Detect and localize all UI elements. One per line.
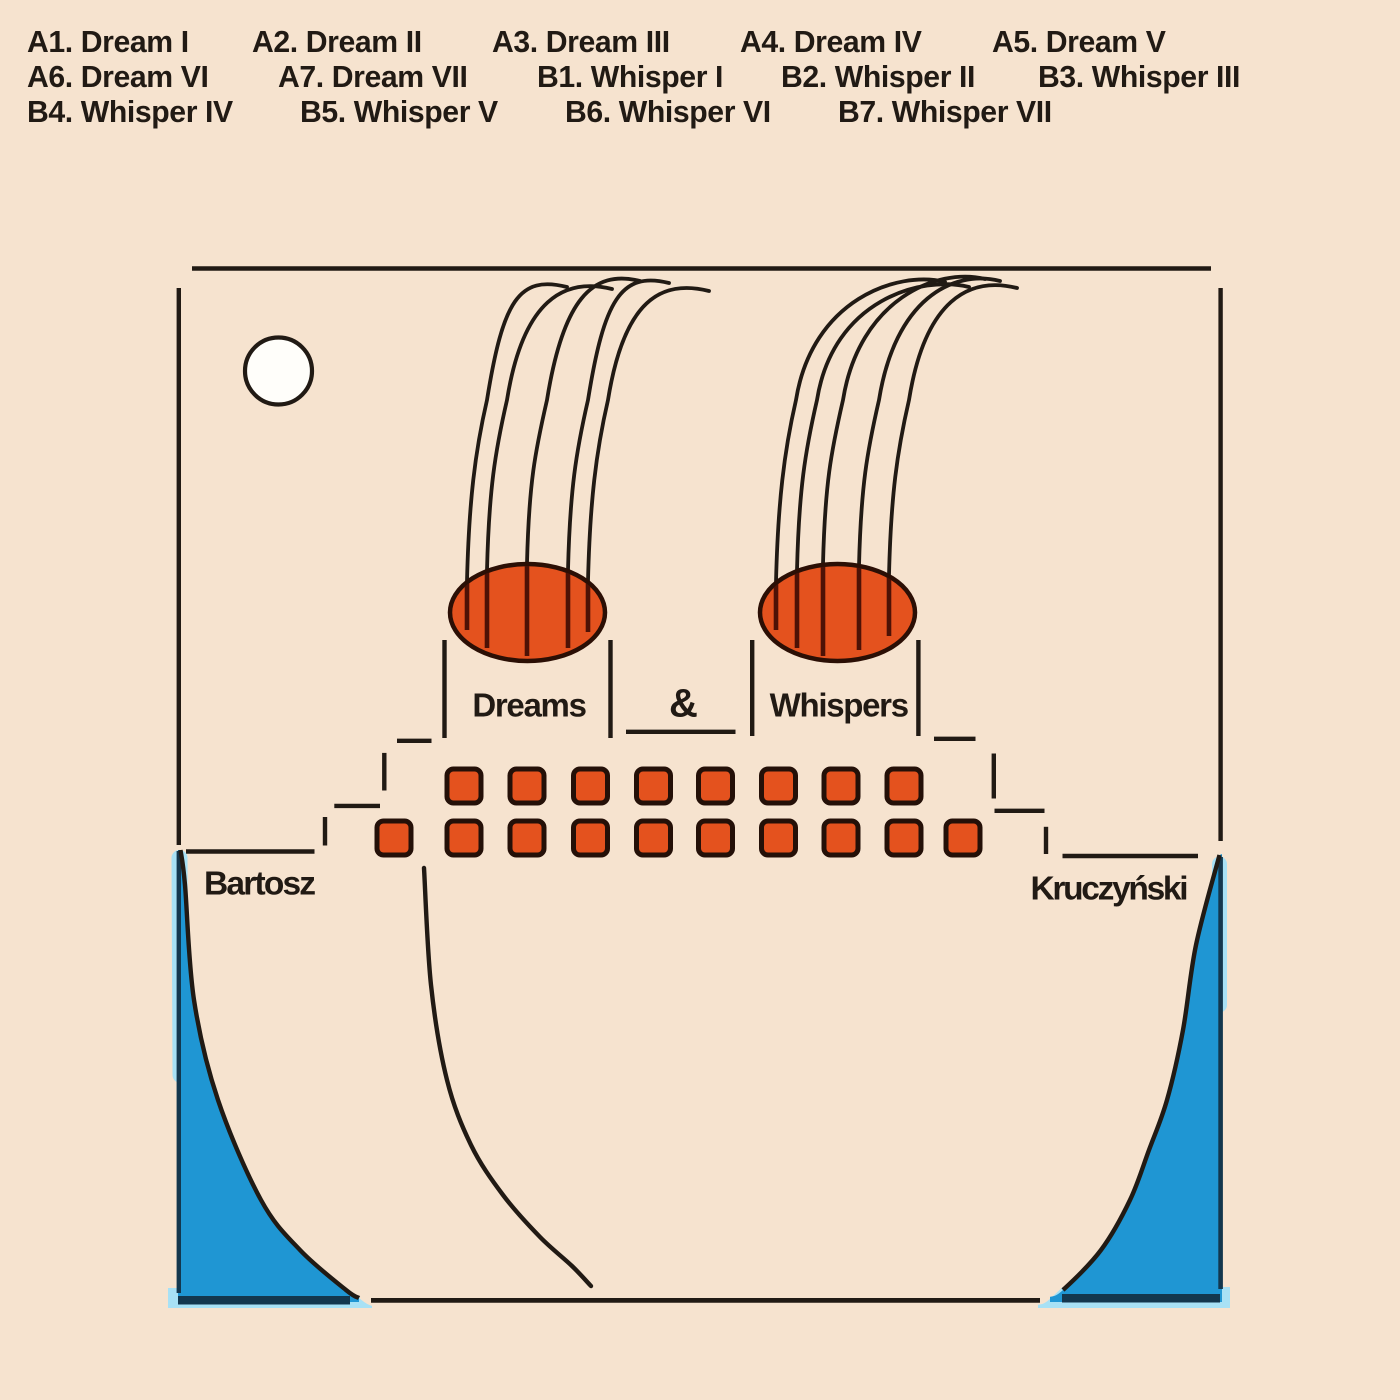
funnel-left	[447, 561, 608, 664]
porthole-window	[634, 766, 673, 806]
track-item: B2. Whisper II	[781, 61, 976, 94]
track-item: A7. Dream VII	[278, 61, 468, 94]
porthole-window	[884, 818, 924, 858]
smoke-line	[821, 274, 987, 566]
smoke-line	[566, 278, 671, 572]
porthole-windows	[374, 766, 983, 858]
artist-first-name: Bartosz	[204, 866, 315, 903]
smoke-line	[857, 276, 1002, 568]
wave-shadow-strip	[176, 851, 181, 1293]
wave-shadow-strip	[1062, 1294, 1220, 1303]
wave-shadow-strip	[1218, 857, 1223, 1289]
porthole-window	[821, 766, 861, 806]
wave-left	[178, 850, 359, 1302]
sun-icon	[242, 335, 315, 407]
funnel-right	[757, 561, 918, 664]
track-item: B5. Whisper V	[300, 96, 498, 129]
porthole-window	[507, 818, 547, 858]
porthole-window	[507, 766, 547, 806]
smoke-lines-right	[774, 274, 1019, 584]
porthole-window	[943, 818, 983, 858]
wave-shadow-strip	[178, 1296, 350, 1305]
title-ampersand: &	[669, 682, 698, 726]
porthole-window	[696, 766, 735, 806]
smoke-line	[774, 277, 947, 584]
porthole-window	[696, 818, 735, 858]
smoke-line	[485, 284, 614, 572]
porthole-window	[444, 766, 484, 806]
track-item: A1. Dream I	[27, 26, 189, 59]
smoke-line	[525, 276, 642, 565]
track-item: B3. Whisper III	[1038, 61, 1240, 94]
smoke-line	[586, 286, 711, 583]
title-word-whispers: Whispers	[770, 687, 908, 724]
porthole-window	[759, 818, 798, 858]
title-word-dreams: Dreams	[472, 687, 585, 724]
track-item: B7. Whisper VII	[838, 96, 1052, 129]
smoke-lines-left	[465, 276, 711, 583]
track-item: A5. Dream V	[992, 26, 1166, 59]
smoke-line	[887, 283, 1019, 577]
porthole-window	[884, 766, 924, 806]
tracklist: A1. Dream I A2. Dream II A3. Dream III A…	[0, 0, 1400, 140]
porthole-window	[759, 766, 798, 806]
wave-right-curve	[1061, 854, 1222, 1292]
hull-curve	[421, 865, 594, 1289]
porthole-window	[821, 818, 861, 858]
porthole-window	[374, 818, 414, 858]
funnel-ellipse	[757, 561, 918, 664]
porthole-window	[634, 818, 673, 858]
track-item: A6. Dream VI	[27, 61, 209, 94]
porthole-window	[571, 766, 610, 806]
wave-left-curve	[178, 849, 361, 1300]
porthole-window	[571, 818, 610, 858]
track-item: A3. Dream III	[492, 26, 670, 59]
smoke-line	[465, 282, 569, 583]
track-item: B6. Whisper VI	[565, 96, 771, 129]
porthole-window	[444, 818, 484, 858]
track-item: A2. Dream II	[252, 26, 422, 59]
artist-last-name: Kruczyński	[1031, 871, 1187, 908]
wave-right	[1050, 854, 1222, 1302]
track-item: B1. Whisper I	[537, 61, 724, 94]
wave-halo-corner	[1221, 1287, 1230, 1308]
wave-shadows	[176, 851, 1223, 1305]
track-item: B4. Whisper IV	[27, 96, 233, 129]
track-item: A4. Dream IV	[740, 26, 922, 59]
